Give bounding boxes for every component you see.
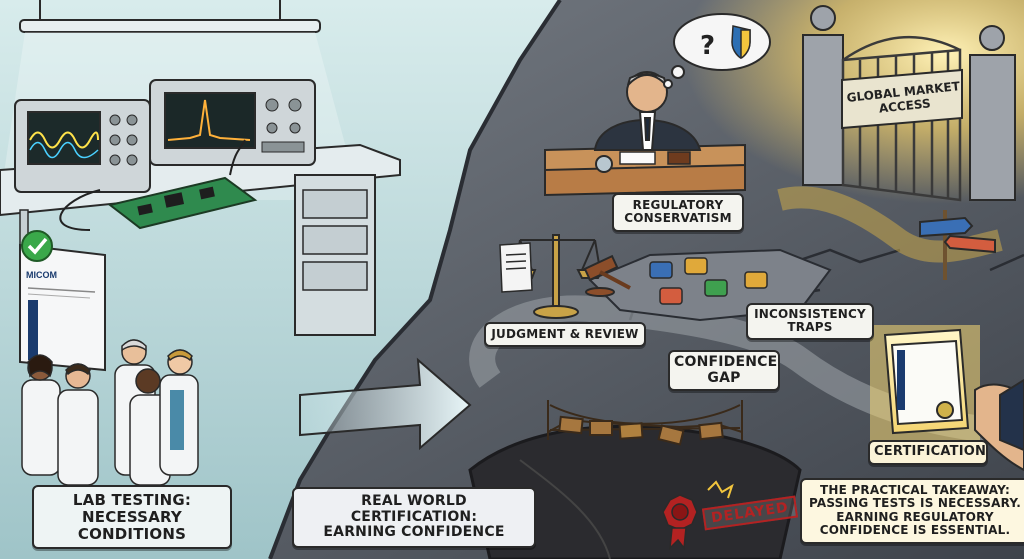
scientists-group [21, 339, 199, 486]
puzzle-icon [649, 257, 768, 305]
question-icon: ? [700, 31, 715, 61]
wax-seal-icon [662, 494, 698, 551]
regulator-figure [593, 71, 702, 151]
doc-brand: MICOM [26, 270, 57, 280]
certification-label: CERTIFICATION [868, 440, 988, 465]
practical-takeaway-label: THE PRACTICAL TAKEAWAY: PASSING TESTS IS… [800, 478, 1024, 544]
confidence-gap-label: CONFIDENCE GAP [668, 350, 780, 392]
thought-bubble [663, 13, 771, 89]
inconsistency-traps-label: INCONSISTENCY TRAPS [746, 303, 874, 340]
regulatory-conservatism-label: REGULATORY CONSERVATISM [612, 193, 744, 232]
arrow-icon [299, 357, 472, 451]
shield-icon [731, 25, 751, 59]
lab-report-document: MICOM [19, 243, 106, 372]
gavel-icon [583, 254, 631, 297]
lab-testing-label: LAB TESTING: NECESSARY CONDITIONS [32, 485, 232, 550]
real-world-certification-label: REAL WORLD CERTIFICATION: EARNING CONFID… [292, 487, 536, 549]
judgment-review-label: JUDGMENT & REVIEW [484, 322, 646, 348]
signpost-icon [919, 210, 996, 280]
market-gate [802, 5, 1016, 202]
checkmark-icon [21, 230, 53, 262]
certificate-document [883, 328, 970, 435]
rope-bridge [547, 400, 743, 446]
